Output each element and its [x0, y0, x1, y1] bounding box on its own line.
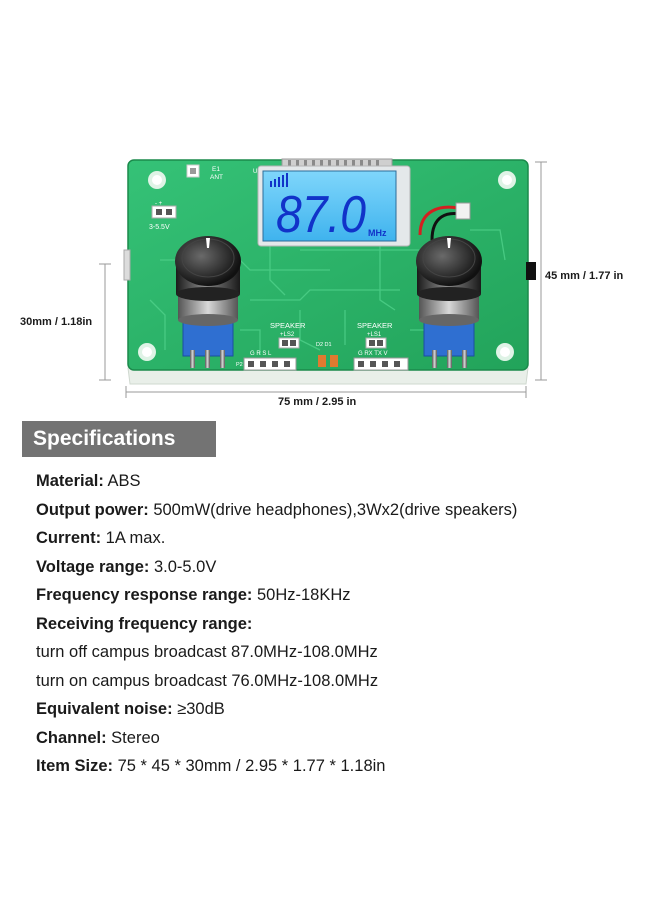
mounting-holes: [138, 171, 516, 361]
spec-label: Item Size:: [36, 757, 114, 775]
led-labels: D2 D1: [316, 342, 332, 348]
speaker-right-sub: +LS1: [367, 332, 382, 338]
spec-output-power: Output power: 500mW(drive headphones),3W…: [36, 496, 646, 525]
spec-voltage-range: Voltage range: 3.0-5.0V: [36, 553, 646, 582]
spec-value: turn on campus broadcast 76.0MHz-108.0MH…: [36, 671, 379, 690]
power-pins-label: - +: [155, 201, 163, 207]
speaker-left-label: SPEAKER: [270, 321, 306, 330]
dimension-width-label: 75 mm / 2.95 in: [278, 396, 357, 408]
spec-current: Current: 1A max.: [36, 524, 646, 553]
spec-campus-on: turn on campus broadcast 76.0MHz-108.0MH…: [36, 667, 646, 696]
spec-label: Output power:: [36, 500, 149, 519]
spec-label: Material:: [36, 472, 104, 490]
fm-radio-board: E1 ANT - + 3-5.5V U6 87.0 MHz: [99, 158, 547, 398]
headphone-jack: [526, 262, 536, 280]
dimension-depth-label: 30mm / 1.18in: [20, 316, 93, 328]
spec-value: ≥30dB: [172, 700, 225, 718]
left-pin-header: [243, 357, 297, 371]
spec-value: 3.0-5.0V: [149, 557, 217, 576]
spec-label: Receiving frequency range:: [36, 614, 253, 633]
spec-label: Equivalent noise:: [36, 700, 173, 718]
specifications-header: Specifications: [22, 421, 216, 457]
pins-left-label: G R S L: [250, 351, 272, 357]
spec-label: Channel:: [36, 728, 107, 747]
spec-value: 75 * 45 * 30mm / 2.95 * 1.77 * 1.18in: [113, 757, 386, 775]
pins-right-label: G RX TX V: [358, 351, 388, 357]
speaker-left-sub: +LS2: [280, 332, 295, 338]
dimension-height-label: 45 mm / 1.77 in: [545, 270, 624, 282]
left-volume-knob: [175, 236, 241, 368]
spec-value: Stereo: [106, 728, 160, 747]
spec-label: Current:: [36, 529, 102, 547]
power-connector: [151, 205, 177, 219]
u6-label: U6: [253, 169, 261, 175]
spec-value: turn off campus broadcast 87.0MHz-108.0M…: [36, 643, 378, 661]
spec-value: 500mW(drive headphones),3Wx2(drive speak…: [148, 500, 518, 519]
spec-frequency-response: Frequency response range: 50Hz-18KHz: [36, 581, 646, 610]
dimension-lines: [99, 161, 547, 398]
right-tuning-knob: [416, 236, 482, 368]
lcd-frequency: 87.0: [276, 186, 366, 244]
spec-item-size: Item Size: 75 * 45 * 30mm / 2.95 * 1.77 …: [36, 752, 646, 781]
power-label: 3-5.5V: [149, 224, 170, 231]
p2-label: P2: [236, 362, 243, 368]
spec-value: 50Hz-18KHz: [252, 586, 351, 604]
spec-equivalent-noise: Equivalent noise: ≥30dB: [36, 695, 646, 724]
lcd-unit: MHz: [368, 228, 387, 238]
spec-receiving-frequency: Receiving frequency range:: [36, 610, 646, 639]
signal-bars-icon: [270, 173, 288, 187]
spec-value: 1A max.: [101, 529, 166, 547]
spec-material: Material: ABS: [36, 467, 646, 496]
ant-label-2: ANT: [210, 174, 223, 181]
speaker-right-label: SPEAKER: [357, 321, 393, 330]
spec-value: ABS: [103, 472, 141, 490]
ant-label-1: E1: [212, 166, 220, 173]
product-image: E1 ANT - + 3-5.5V U6 87.0 MHz: [0, 0, 660, 420]
lcd-screen: [262, 170, 397, 242]
spec-campus-off: turn off campus broadcast 87.0MHz-108.0M…: [36, 638, 646, 667]
spec-label: Frequency response range:: [36, 586, 253, 604]
spec-channel: Channel: Stereo: [36, 724, 646, 753]
spec-label: Voltage range:: [36, 557, 150, 576]
specifications-list: Material: ABS Output power: 500mW(drive …: [36, 467, 646, 781]
